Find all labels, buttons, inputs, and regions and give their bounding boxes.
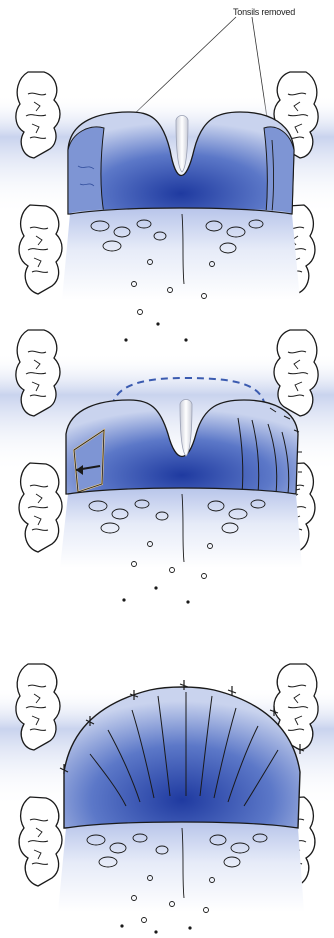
panel-3-closure — [0, 664, 334, 934]
panel-1-tonsils-removed — [0, 72, 334, 342]
panel-2-mucosal-flap — [0, 330, 334, 604]
